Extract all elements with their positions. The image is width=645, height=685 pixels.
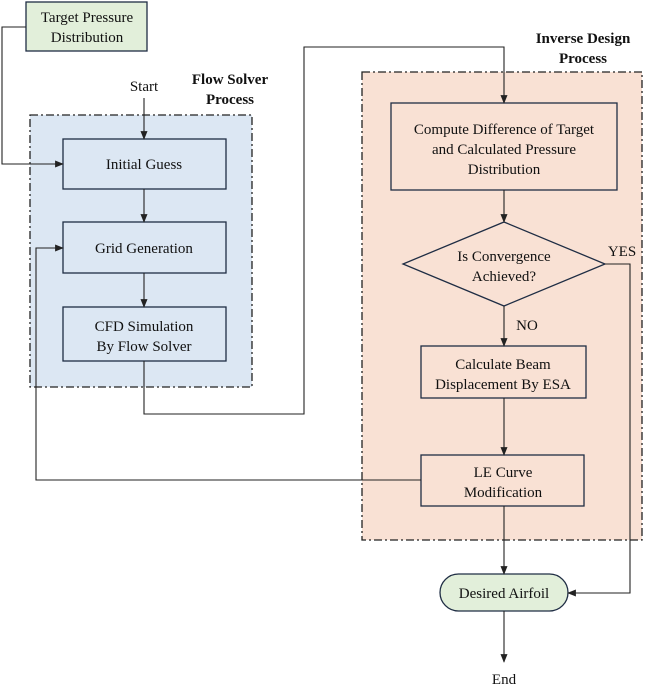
convergence-line2: Achieved? bbox=[472, 269, 536, 285]
target-pressure-line1: Target Pressure bbox=[41, 10, 134, 26]
desired-airfoil-label: Desired Airfoil bbox=[459, 586, 549, 602]
beam-displacement-line2: Displacement By ESA bbox=[435, 377, 571, 393]
flow-solver-title-line2: Process bbox=[206, 92, 254, 108]
initial-guess-label: Initial Guess bbox=[106, 157, 182, 173]
le-curve-line1: LE Curve bbox=[474, 465, 533, 481]
flow-solver-title-line1: Flow Solver bbox=[192, 72, 269, 88]
connector-cfd-to-compute bbox=[143, 46, 508, 415]
inverse-design-title-line1: Inverse Design bbox=[536, 31, 631, 47]
inverse-design-title-line2: Process bbox=[559, 51, 607, 67]
start-label: Start bbox=[130, 79, 159, 95]
le-curve-line2: Modification bbox=[464, 485, 543, 501]
grid-generation-label: Grid Generation bbox=[95, 241, 193, 257]
cfd-simulation-line2: By Flow Solver bbox=[96, 339, 191, 355]
yes-label: YES bbox=[608, 244, 636, 260]
cfd-simulation-line1: CFD Simulation bbox=[95, 319, 194, 335]
convergence-line1: Is Convergence bbox=[457, 249, 551, 265]
compute-difference-line2: and Calculated Pressure bbox=[432, 142, 576, 158]
compute-difference-line1: Compute Difference of Target bbox=[414, 122, 595, 138]
connector-le-to-grid bbox=[35, 244, 421, 481]
compute-difference-line3: Distribution bbox=[468, 162, 541, 178]
connector-target-to-initial bbox=[1, 26, 64, 168]
end-label: End bbox=[492, 672, 517, 685]
beam-displacement-line1: Calculate Beam bbox=[455, 357, 551, 373]
compute-difference-box bbox=[390, 102, 618, 191]
le-curve-box bbox=[420, 454, 585, 507]
grid-generation-box bbox=[62, 221, 227, 274]
no-label: NO bbox=[516, 318, 538, 334]
target-pressure-line2: Distribution bbox=[51, 30, 124, 46]
cfd-simulation-box bbox=[62, 306, 227, 362]
connector-yes-to-airfoil bbox=[567, 263, 631, 597]
